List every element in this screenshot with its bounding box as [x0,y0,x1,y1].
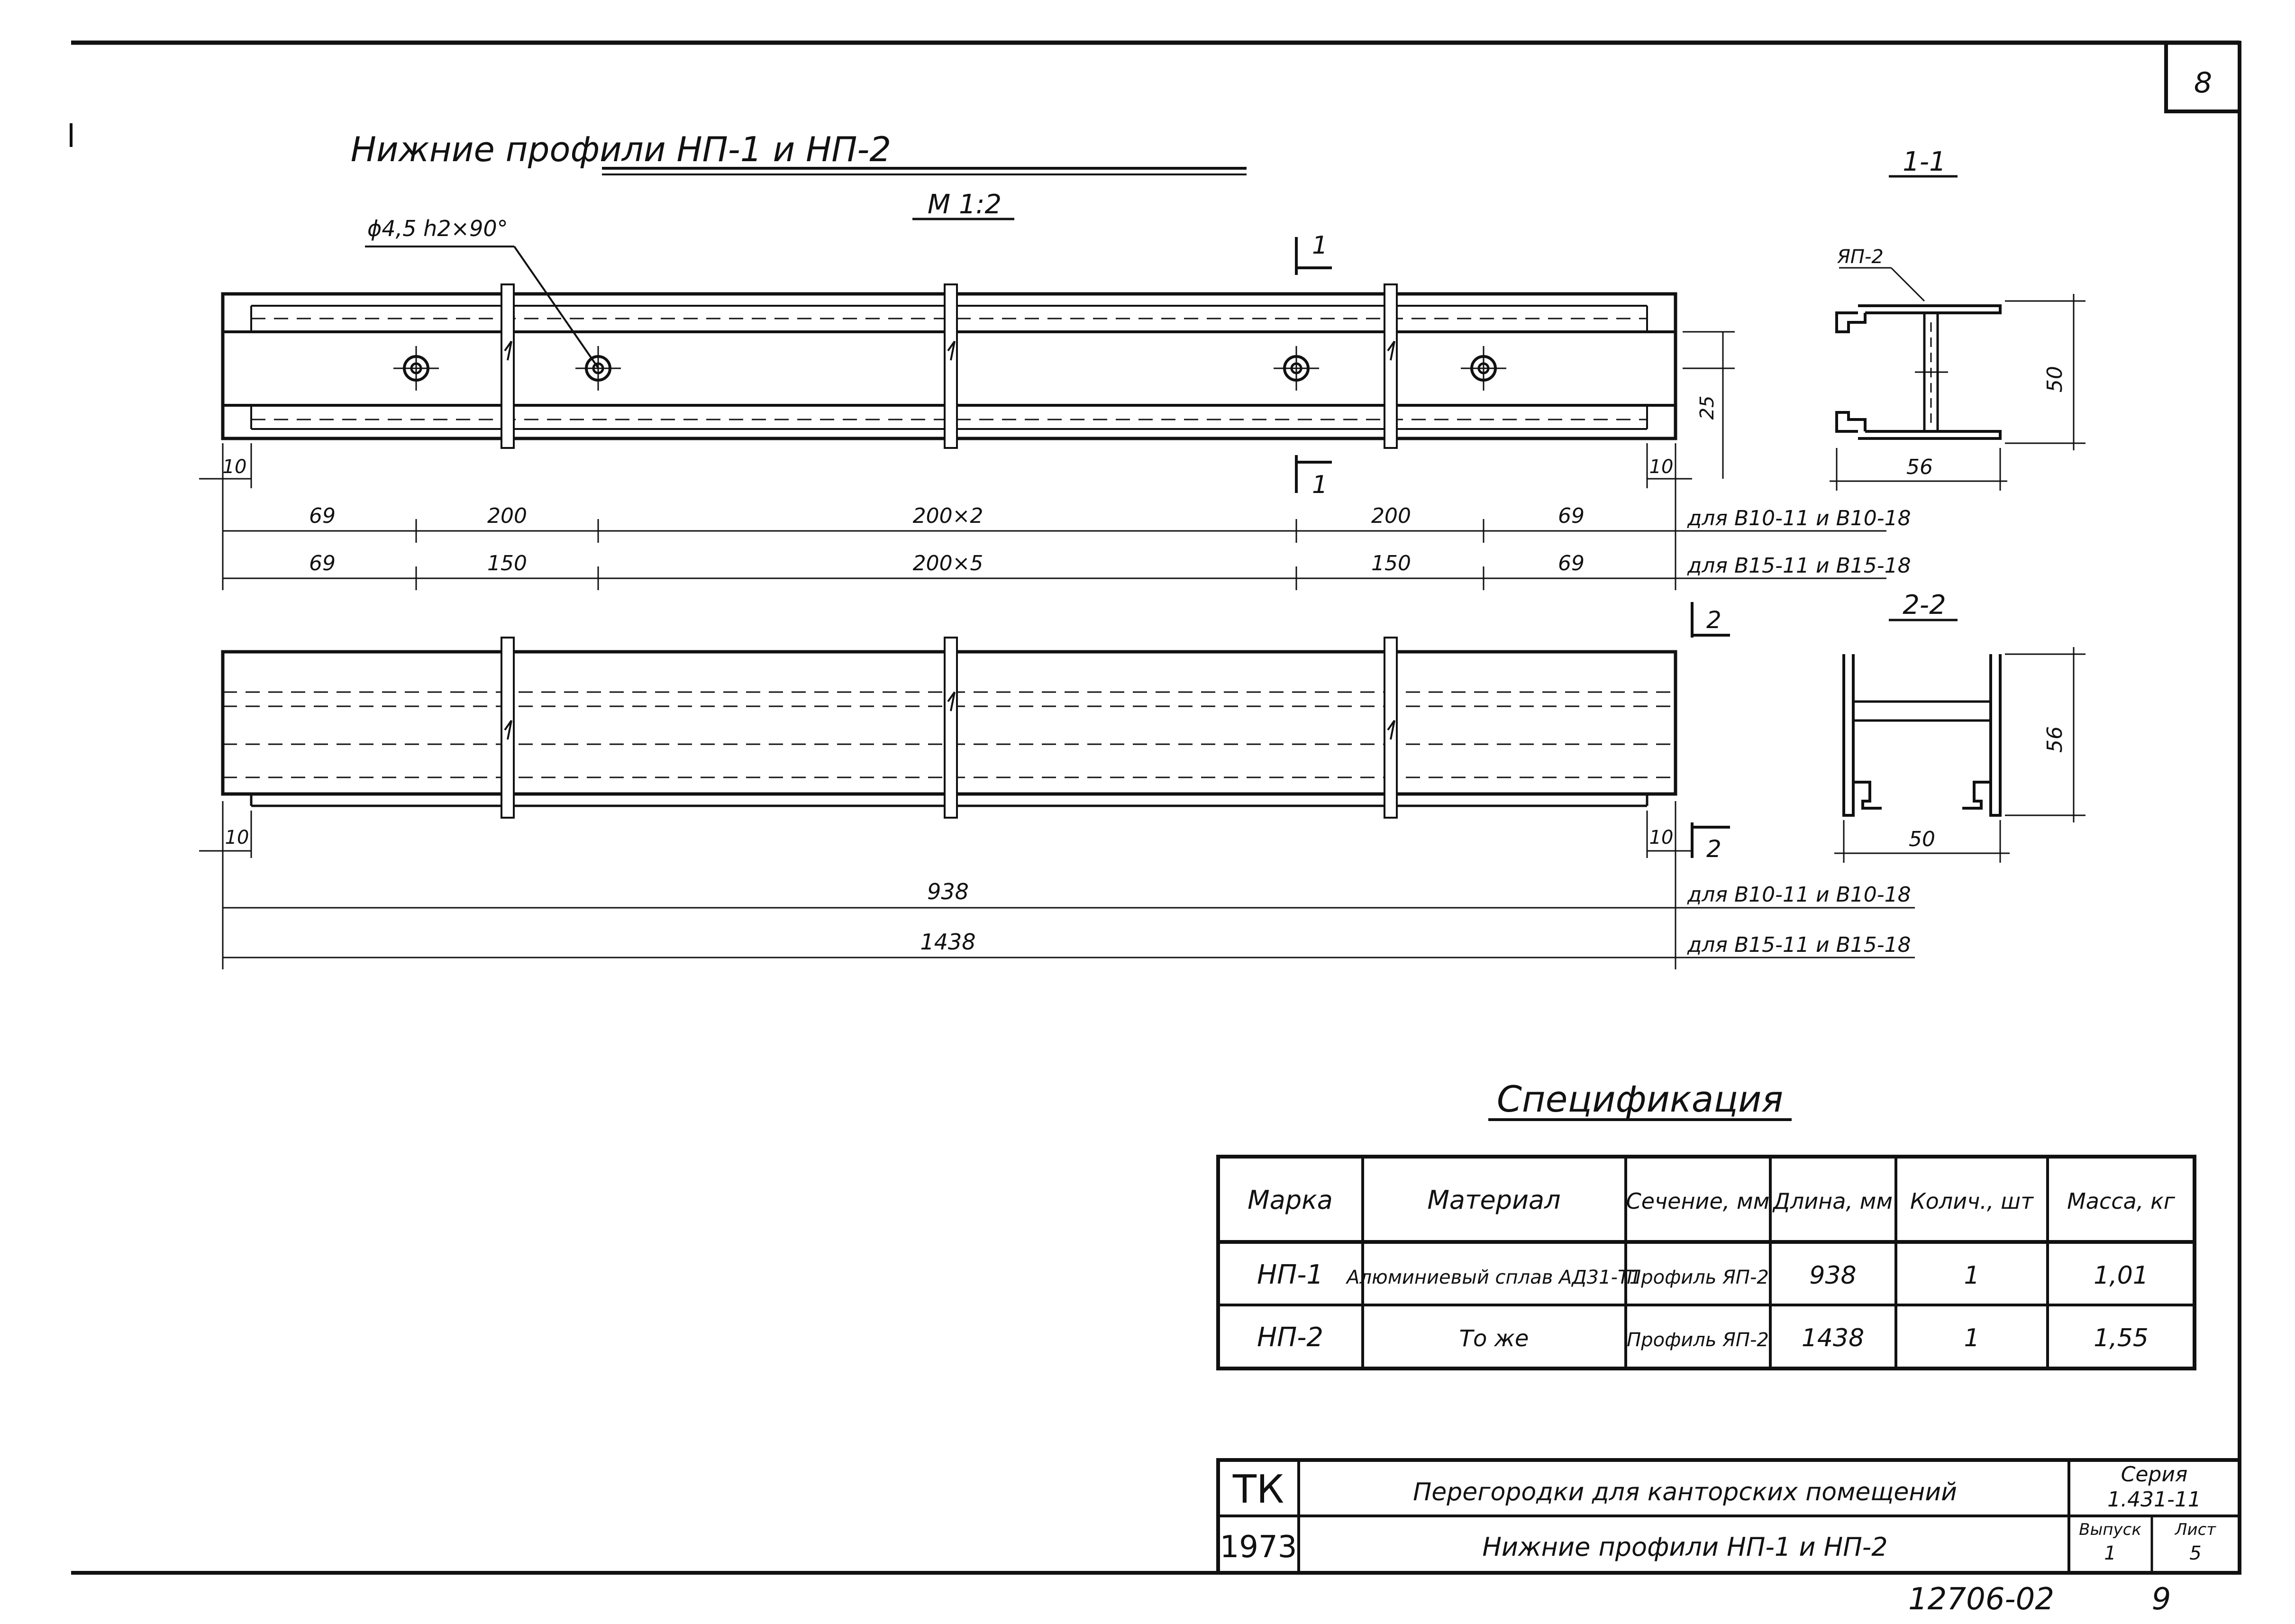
row2-dim-5: 69 [1558,551,1585,575]
spec-cell: Алюминиевый сплав АД31-Т1 [1345,1267,1641,1288]
title-block-org: ТК [1232,1467,1284,1512]
dim-height-25: 25 [1696,396,1718,420]
title-block-line1: Перегородки для канторских помещений [1413,1478,1957,1506]
top-view-breaks [501,283,1398,449]
hole-note: ϕ4,5 h2×90° [367,216,508,241]
drawing-title: Нижние профили НП-1 и НП-2 [351,129,891,169]
sheet-number: 8 [2194,66,2212,100]
section-1-title: 1-1 [1903,146,1946,177]
section-2-title: 2-2 [1903,590,1946,620]
spec-cell: НП-2 [1257,1322,1323,1353]
mounting-holes [393,346,1506,391]
section-2-width: 50 [1909,827,1935,851]
spec-row-1: НП-1 Алюминиевый сплав АД31-Т1 Профиль Я… [1257,1259,2149,1290]
spec-row-2: НП-2 То же Профиль ЯП-2 1438 1 1,55 [1257,1322,2149,1353]
spec-cell: НП-1 [1257,1259,1323,1290]
section-1-height: 50 [2043,366,2067,392]
spec-cell: Профиль ЯП-2 [1627,1329,1769,1351]
bottom-len-1438-note: для В15-11 и В15-18 [1687,933,1911,957]
section-2-height: 56 [2043,726,2067,753]
spec-cell: 1438 [1802,1324,1864,1352]
cut-mark-1-bottom-label: 1 [1312,471,1328,499]
page-number: 9 [2152,1582,2171,1617]
section-1-dimensions [1830,294,2086,491]
spec-cell: Профиль ЯП-2 [1627,1267,1769,1288]
spec-cell: 1,01 [2094,1261,2149,1290]
row1-dim-4: 200 [1371,504,1411,528]
spec-header-mass: Масса, кг [2067,1188,2176,1214]
spec-header-length: Длина, мм [1772,1188,1893,1214]
title-block-issue-label: Выпуск [2079,1520,2141,1539]
bottom-view-dimensions [199,801,1915,969]
spec-cell: 1 [1964,1261,1979,1290]
dim-edge-right: 10 [1649,456,1674,478]
cut-mark-1 [1295,237,1332,493]
bottom-len-1438: 1438 [920,929,975,955]
cut-mark-2-top-label: 2 [1706,606,1721,634]
row2-dim-1: 69 [309,551,336,575]
spec-header-material: Материал [1427,1185,1560,1215]
row1-dim-1: 69 [309,504,336,528]
top-view-dimensions [199,331,1886,590]
row2-dim-2: 150 [487,551,527,575]
spec-header-qty: Колич., шт [1910,1188,2034,1214]
bottom-len-938: 938 [927,879,969,904]
cut-mark-2 [1691,602,1730,858]
row2-note: для В15-11 и В15-18 [1687,554,1911,578]
spec-header-section: Сечение, мм [1626,1188,1770,1214]
title-block-issue-value: 1 [2104,1542,2116,1564]
bottom-len-938-note: для В10-11 и В10-18 [1687,883,1911,907]
title-block-sheet-label: Лист [2174,1520,2216,1539]
cut-mark-1-top-label: 1 [1312,231,1328,260]
spec-cell: То же [1459,1325,1529,1352]
top-view-break-squiggles [504,340,1395,361]
spec-table [1216,1155,2196,1370]
hole-leader [365,246,599,369]
spec-cell: 938 [1809,1261,1856,1290]
title-block [1216,1458,2241,1575]
bottom-view-break-squiggles [504,691,1395,740]
title-block-year: 1973 [1220,1530,1297,1565]
section-1-leader-arrow [1890,267,1925,302]
bottom-view-breaks [501,637,1398,819]
spec-title: Спецификация [1497,1078,1783,1120]
sheet-frame [70,40,2241,1575]
row1-dim-5: 69 [1558,504,1585,528]
row2-dim-4: 150 [1371,551,1411,575]
archive-number: 12706-02 [1908,1582,2054,1617]
row2-dim-3: 200×5 [913,551,984,575]
drawing-scale: М 1:2 [928,189,1002,220]
title-block-series-label: Серия [2121,1462,2188,1487]
spec-header-mark: Марка [1248,1185,1333,1215]
title-block-sheet-value: 5 [2189,1542,2201,1564]
dim-edge-left: 10 [223,456,247,478]
row1-dim-3: 200×2 [913,504,984,528]
cut-mark-2-bottom-label: 2 [1706,835,1721,863]
spec-cell: 1,55 [2094,1324,2149,1352]
row1-note: для В10-11 и В10-18 [1687,506,1911,530]
section-2-profile [1842,654,2002,817]
section-1-width: 56 [1906,455,1933,479]
section-2-dimensions [1834,647,2086,863]
spec-cell: 1 [1964,1324,1979,1352]
bottom-dim-edge-right: 10 [1649,827,1674,848]
title-block-line2: Нижние профили НП-1 и НП-2 [1482,1532,1887,1562]
bottom-dim-edge-left: 10 [225,827,249,848]
title-block-series-value: 1.431-11 [2107,1487,2201,1512]
section-1-leader-label: ЯП-2 [1837,246,1884,268]
section-1-profile [1835,304,2002,440]
row1-dim-2: 200 [487,504,527,528]
